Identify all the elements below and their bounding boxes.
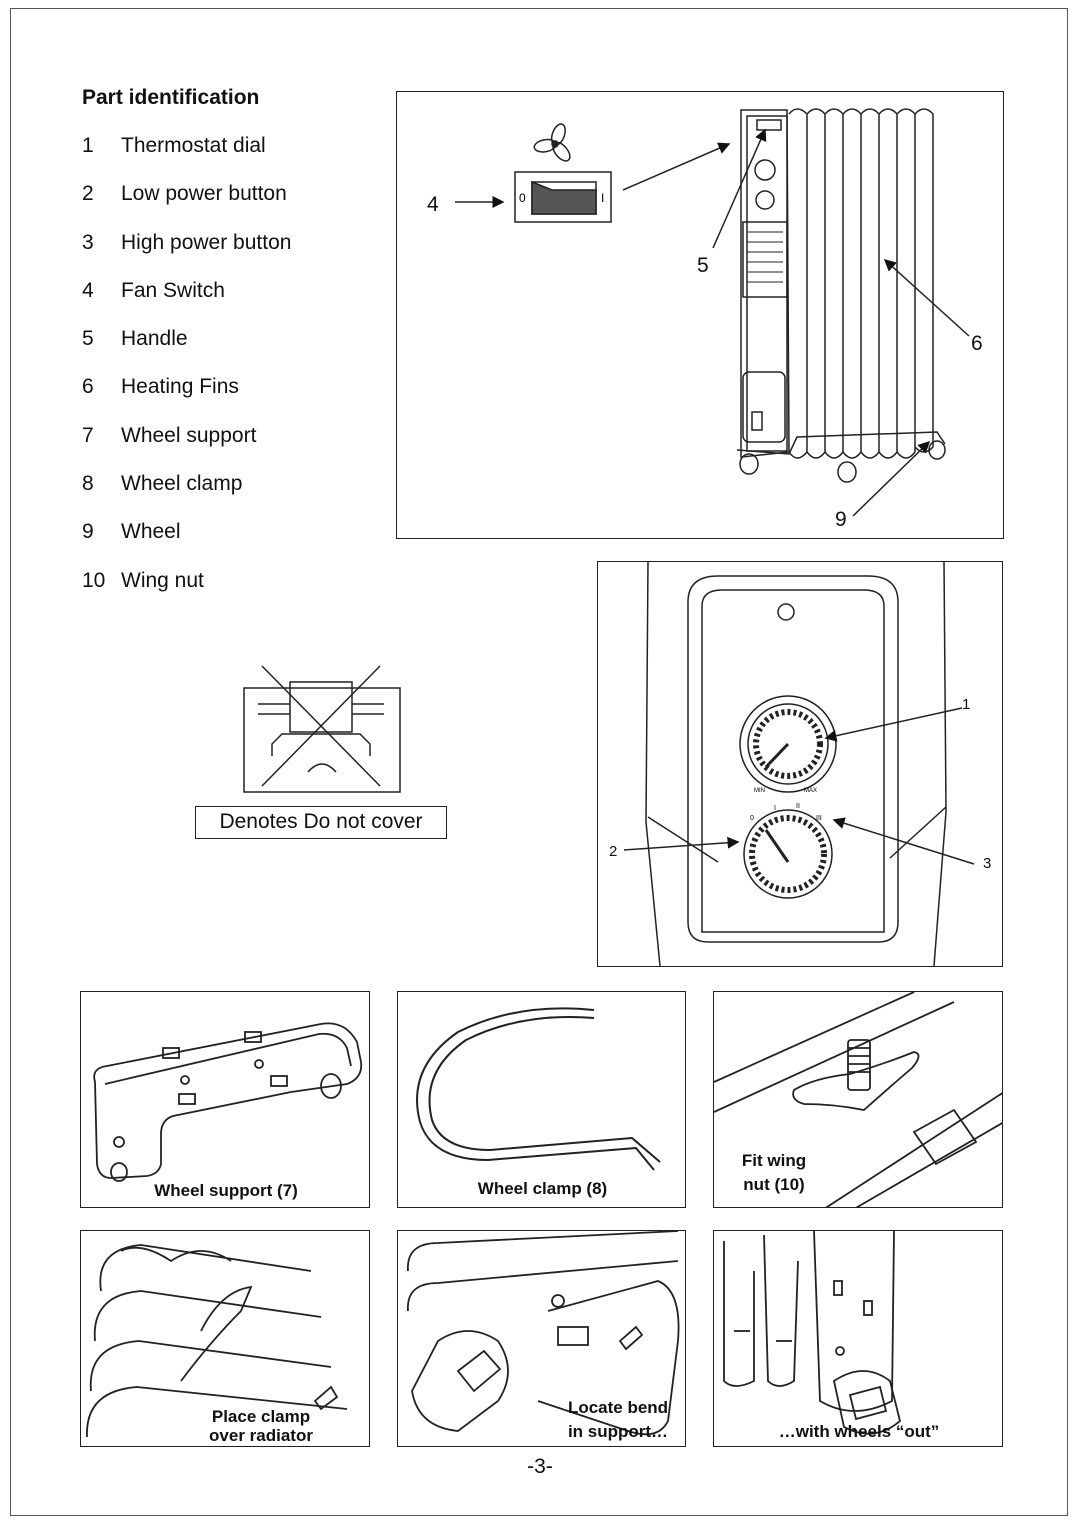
part-number: 2 bbox=[82, 182, 94, 206]
callout-4: 4 bbox=[427, 193, 439, 216]
list-item: 5 Handle bbox=[82, 324, 291, 372]
part-number: 1 bbox=[82, 134, 94, 157]
part-number: 6 bbox=[82, 375, 94, 399]
do-not-cover-icon bbox=[243, 665, 401, 793]
dial-min-label: MIN bbox=[754, 788, 765, 794]
assembly-step-wheel-support: Wheel support (7) bbox=[80, 991, 370, 1208]
radiator-drawing: 0 I bbox=[455, 108, 970, 517]
wheel-icon bbox=[928, 440, 946, 460]
page-number: -3- bbox=[527, 1455, 553, 1478]
callout-3: 3 bbox=[983, 855, 992, 872]
fan-icon bbox=[533, 123, 571, 162]
assembly-step-wheels-out: …with wheels “out” bbox=[713, 1230, 1003, 1447]
step-caption: Wheel support (7) bbox=[154, 1181, 298, 1200]
part-label: Wheel clamp bbox=[121, 472, 243, 496]
list-item: 3 High power button bbox=[82, 228, 291, 276]
part-label: High power button bbox=[121, 230, 292, 254]
callout-6: 6 bbox=[971, 332, 983, 355]
step-caption: nut (10) bbox=[743, 1175, 805, 1194]
callout-9: 9 bbox=[835, 508, 847, 531]
do-not-cover-label: Denotes Do not cover bbox=[195, 806, 447, 839]
parts-list: 1 Thermostat dial 2 Low power button 3 High… bbox=[82, 131, 291, 614]
wheel-icon bbox=[739, 453, 759, 475]
power-mark: III bbox=[816, 815, 822, 822]
fan-switch-housing bbox=[514, 171, 612, 223]
step-caption: Wheel clamp (8) bbox=[477, 1179, 608, 1198]
wheel-support-drawing bbox=[93, 1022, 363, 1182]
list-item: 6 Heating Fins bbox=[82, 372, 291, 420]
step-caption: Fit wing bbox=[741, 1151, 807, 1170]
part-label: Low power button bbox=[121, 182, 287, 206]
part-label: Handle bbox=[121, 327, 188, 351]
list-item: 1 Thermostat dial bbox=[82, 131, 291, 179]
callout-1: 1 bbox=[962, 696, 971, 713]
control-panel-figure: MIN MAX 0 I II III 1 2 3 bbox=[597, 561, 1003, 967]
wheel-icon bbox=[320, 1073, 342, 1099]
part-label: Wing nut bbox=[121, 568, 204, 592]
part-number: 8 bbox=[82, 472, 94, 496]
part-label: Wheel bbox=[121, 520, 181, 544]
part-number: 3 bbox=[82, 230, 94, 254]
assembly-step-place-clamp: Place clamp over radiator bbox=[80, 1230, 370, 1447]
assembly-step-wheel-clamp: Wheel clamp (8) bbox=[397, 991, 686, 1208]
list-item: 10 Wing nut bbox=[82, 566, 291, 614]
assembly-step-wing-nut: Fit wing nut (10) bbox=[713, 991, 1003, 1208]
list-item: 7 Wheel support bbox=[82, 421, 291, 469]
callout-2: 2 bbox=[609, 843, 618, 860]
thermostat-dial bbox=[739, 695, 837, 793]
part-label: Fan Switch bbox=[121, 278, 225, 302]
list-item: 9 Wheel bbox=[82, 517, 291, 565]
part-label: Thermostat dial bbox=[121, 134, 266, 157]
list-item: 8 Wheel clamp bbox=[82, 469, 291, 517]
wheel-icon bbox=[837, 461, 857, 483]
step-caption: …with wheels “out” bbox=[778, 1422, 940, 1441]
switch-on-mark: I bbox=[601, 191, 604, 205]
part-number: 4 bbox=[82, 278, 94, 302]
wheels-out-drawing bbox=[723, 1231, 902, 1435]
step-caption: Place clamp bbox=[211, 1407, 311, 1426]
assembly-step-locate-bend: Locate bend in support… bbox=[397, 1230, 686, 1447]
power-mark: 0 bbox=[750, 815, 754, 822]
logo-icon bbox=[777, 603, 795, 621]
power-dial bbox=[743, 809, 833, 899]
callout-5: 5 bbox=[697, 254, 709, 277]
dial-max-label: MAX bbox=[804, 788, 817, 794]
page-border bbox=[10, 8, 1068, 1516]
step-caption: Locate bend bbox=[567, 1398, 669, 1417]
part-number: 7 bbox=[82, 423, 94, 447]
wheel-icon bbox=[110, 1162, 128, 1182]
step-caption: in support… bbox=[567, 1422, 669, 1441]
wheel-clamp-drawing bbox=[416, 1007, 661, 1171]
power-mark: II bbox=[796, 803, 800, 810]
wing-nut-icon bbox=[847, 1039, 871, 1091]
wing-nut-drawing bbox=[714, 992, 1002, 1207]
switch-off-mark: 0 bbox=[519, 191, 526, 205]
part-label: Heating Fins bbox=[121, 375, 239, 399]
control-panel-drawing: MIN MAX 0 I II III bbox=[623, 562, 975, 966]
section-title: Part identification bbox=[82, 86, 260, 109]
part-number: 9 bbox=[82, 520, 94, 544]
radiator-overview-figure: 0 I 4 5 6 9 bbox=[396, 91, 1004, 539]
place-clamp-drawing bbox=[86, 1244, 348, 1438]
list-item: 4 Fan Switch bbox=[82, 276, 291, 324]
locate-bend-drawing bbox=[407, 1231, 680, 1436]
part-number: 5 bbox=[82, 327, 94, 351]
part-label: Wheel support bbox=[121, 423, 257, 447]
do-not-cover-symbol bbox=[242, 664, 402, 796]
power-mark: I bbox=[774, 805, 776, 812]
list-item: 2 Low power button bbox=[82, 179, 291, 227]
part-number: 10 bbox=[82, 568, 106, 592]
step-caption: over radiator bbox=[209, 1426, 313, 1445]
